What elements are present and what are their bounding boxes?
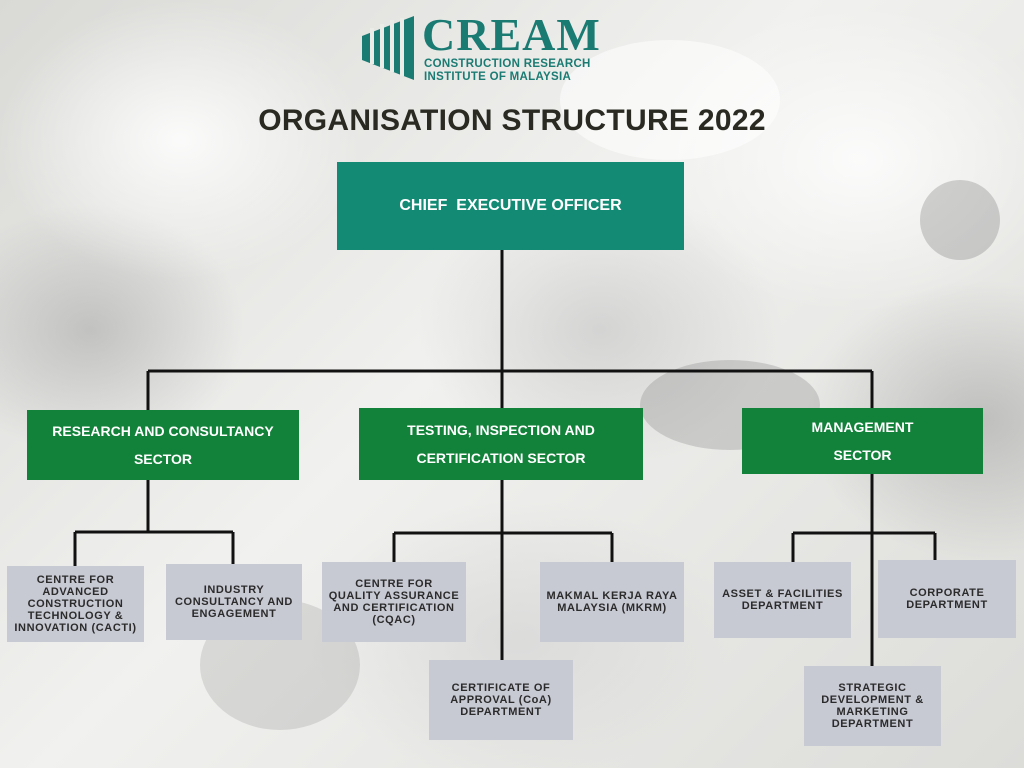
dept-label: INDUSTRY CONSULTANCY AND ENGAGEMENT bbox=[175, 584, 293, 620]
logo-subtitle-line-2: INSTITUTE OF MALAYSIA bbox=[424, 71, 572, 83]
sector-label: TESTING, INSPECTION AND CERTIFICATION SE… bbox=[407, 422, 595, 466]
dept-strategic-development: STRATEGIC DEVELOPMENT & MARKETING DEPART… bbox=[804, 666, 941, 746]
sector-management: MANAGEMENT SECTOR bbox=[742, 408, 983, 474]
ceo-box: CHIEF EXECUTIVE OFFICER bbox=[337, 162, 684, 250]
cream-logo: CREAM CONSTRUCTION RESEARCH INSTITUTE OF… bbox=[360, 10, 620, 88]
logo-brand-text: CREAM bbox=[422, 9, 601, 60]
dept-corporate: CORPORATE DEPARTMENT bbox=[878, 560, 1016, 638]
ceo-label: CHIEF EXECUTIVE OFFICER bbox=[399, 197, 622, 214]
dept-label: CENTRE FOR ADVANCED CONSTRUCTION TECHNOL… bbox=[14, 574, 137, 634]
dept-industry-consultancy: INDUSTRY CONSULTANCY AND ENGAGEMENT bbox=[166, 564, 302, 640]
sector-research-consultancy: RESEARCH AND CONSULTANCY SECTOR bbox=[27, 410, 299, 480]
logo-mark-icon bbox=[362, 16, 414, 80]
dept-coa: CERTIFICATE OF APPROVAL (CoA) DEPARTMENT bbox=[429, 660, 573, 740]
dept-label: CENTRE FOR QUALITY ASSURANCE AND CERTIFI… bbox=[328, 578, 460, 626]
sector-label: MANAGEMENT SECTOR bbox=[811, 419, 914, 463]
dept-cacti: CENTRE FOR ADVANCED CONSTRUCTION TECHNOL… bbox=[7, 566, 144, 642]
dept-asset-facilities: ASSET & FACILITIES DEPARTMENT bbox=[714, 562, 851, 638]
dept-mkrm: MAKMAL KERJA RAYA MALAYSIA (MKRM) bbox=[540, 562, 684, 642]
sector-testing-inspection-certification: TESTING, INSPECTION AND CERTIFICATION SE… bbox=[359, 408, 643, 480]
dept-label: CORPORATE DEPARTMENT bbox=[906, 587, 988, 611]
sector-label: RESEARCH AND CONSULTANCY SECTOR bbox=[52, 423, 274, 467]
dept-label: CERTIFICATE OF APPROVAL (CoA) DEPARTMENT bbox=[450, 682, 552, 718]
dept-label: ASSET & FACILITIES DEPARTMENT bbox=[722, 588, 843, 612]
dept-label: MAKMAL KERJA RAYA MALAYSIA (MKRM) bbox=[546, 590, 678, 614]
logo-subtitle-line-1: CONSTRUCTION RESEARCH bbox=[424, 58, 591, 70]
page-title: ORGANISATION STRUCTURE 2022 bbox=[258, 104, 766, 137]
dept-label: STRATEGIC DEVELOPMENT & MARKETING DEPART… bbox=[821, 682, 924, 730]
dept-cqac: CENTRE FOR QUALITY ASSURANCE AND CERTIFI… bbox=[322, 562, 466, 642]
